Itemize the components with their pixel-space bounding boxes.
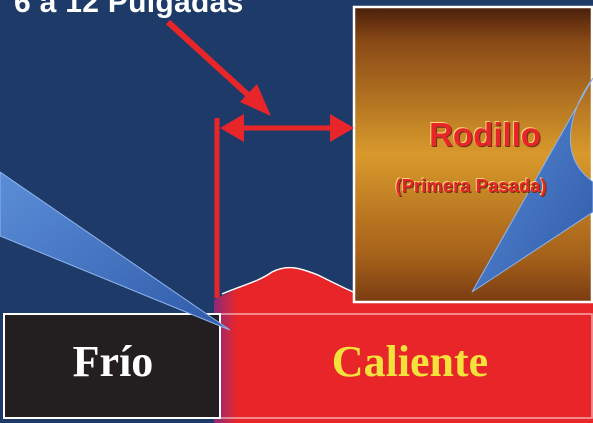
distance-arrow-head-left bbox=[220, 114, 244, 142]
cold-zone bbox=[3, 313, 221, 419]
distance-label: 6 a 12 Pulgadas bbox=[14, 0, 244, 19]
hot-zone-outline bbox=[219, 313, 593, 419]
mound-outline bbox=[221, 266, 369, 299]
cold-label: Frío bbox=[72, 337, 154, 386]
roller-title: Rodillo bbox=[429, 116, 541, 153]
hot-asphalt-mound bbox=[214, 267, 593, 423]
pointer-arrow-head bbox=[240, 84, 271, 116]
left-callout-wedge bbox=[0, 171, 231, 331]
hot-label: Caliente bbox=[331, 337, 489, 386]
distance-arrow-head-right bbox=[330, 114, 354, 142]
roller-subtitle: (Primera Pasada) bbox=[395, 175, 547, 196]
pointer-arrow-shaft bbox=[165, 19, 261, 107]
right-callout-wedge bbox=[471, 77, 593, 293]
